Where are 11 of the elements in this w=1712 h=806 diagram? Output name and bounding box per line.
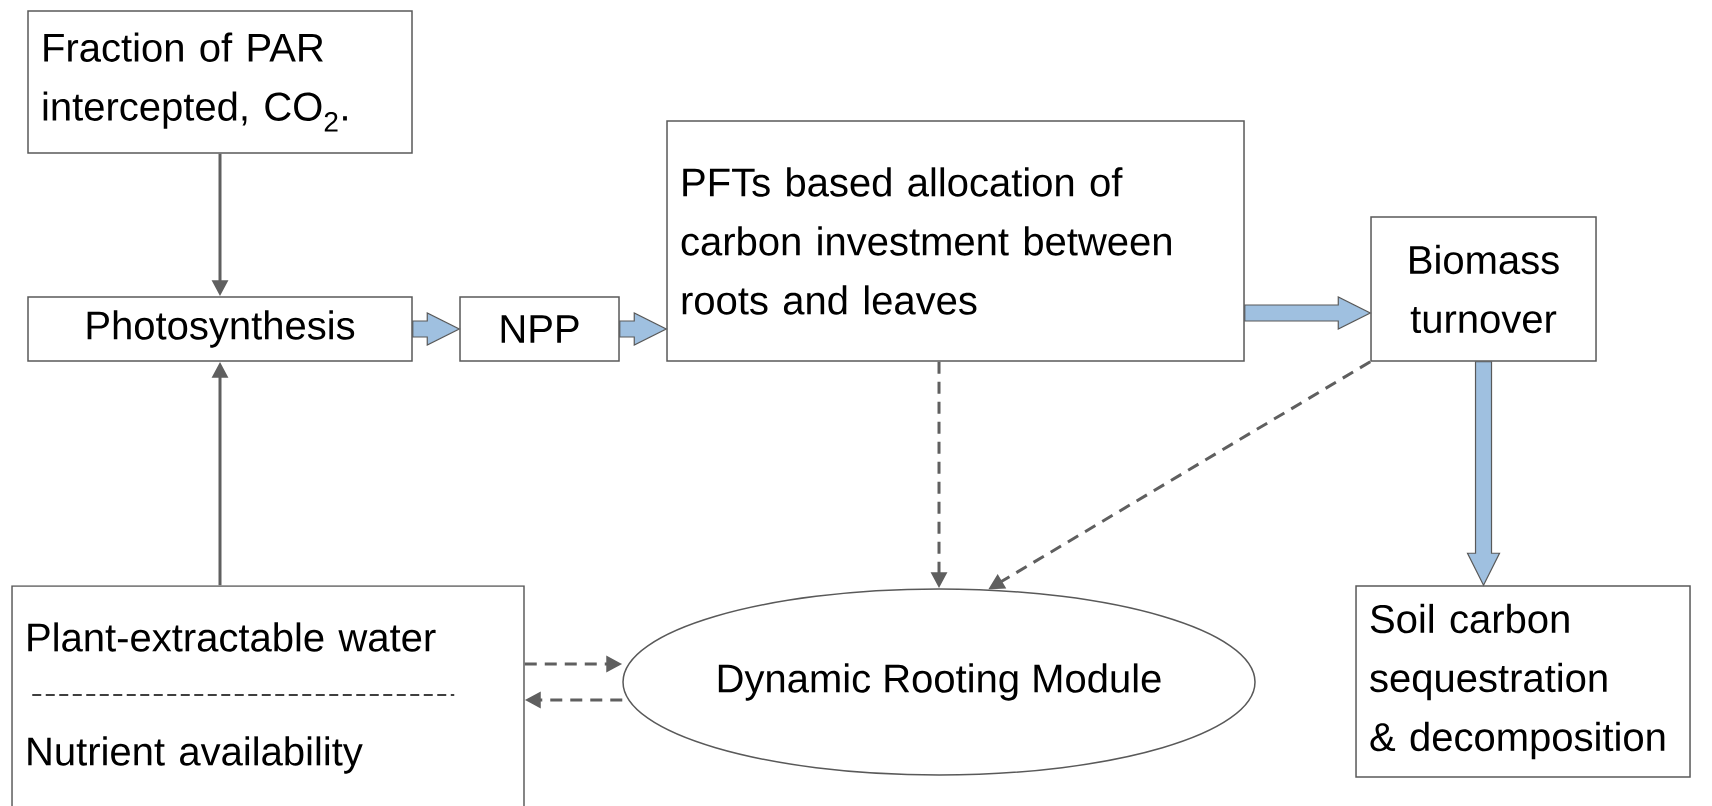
block-arrow: [1244, 296, 1372, 330]
process-box: Soil carbon sequestration & decomposition: [1355, 585, 1691, 778]
process-box: PFTs based allocation of carbon investment between roots and leaves: [666, 120, 1245, 362]
process-box: NPP: [459, 296, 620, 362]
process-box: Fraction of PAR intercepted, CO$_{2}$.: [27, 10, 413, 154]
block-arrow: [1466, 361, 1501, 587]
block-arrow: [412, 312, 461, 346]
process-box: Photosynthesis: [27, 296, 413, 362]
process-box: Biomass turnover: [1370, 216, 1597, 362]
block-arrow: [619, 312, 668, 346]
process-box: Plant-extractable water Nutrient availability: [11, 585, 525, 806]
